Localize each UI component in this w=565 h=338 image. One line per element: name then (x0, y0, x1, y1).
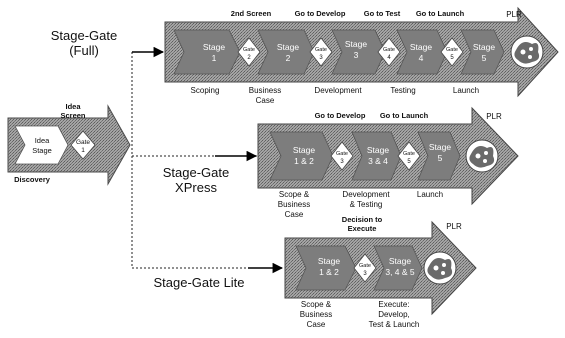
idea-screen-callout: Idea (65, 102, 81, 111)
lite-stage-345-number: 3, 4 & 5 (385, 267, 415, 277)
lite-stage-12-label: Stage (318, 256, 340, 266)
xpress-stage-34-number: 3 & 4 (368, 156, 388, 166)
full-gate-2-label: Gate (243, 47, 255, 53)
full-title: Stage-Gate (51, 28, 118, 43)
discovery-track: Idea Stage Gate 1 Idea Screen Discovery (8, 102, 130, 184)
full-callout-go-launch: Go to Launch (416, 9, 465, 18)
lite-phase-scope: Scope & (301, 300, 332, 309)
full-track: Stage 1 Stage 2 Stage 3 Stage 4 Stage 5 … (165, 8, 558, 105)
full-plr-label: PLR (506, 10, 522, 19)
lite-phase-test-launch: Test & Launch (369, 320, 420, 329)
xpress-gate-5-label: Gate (403, 151, 415, 157)
xpress-stage-12-number: 1 & 2 (294, 156, 314, 166)
xpress-track: Stage 1 & 2 Stage 3 & 4 Stage 5 Gate 3 G… (258, 108, 518, 219)
full-phase-launch: Launch (453, 86, 479, 95)
full-stage-4-label: Stage (410, 42, 432, 52)
xpress-subtitle: XPress (175, 180, 217, 195)
xpress-phase-launch: Launch (417, 190, 443, 199)
full-phase-scoping: Scoping (191, 86, 220, 95)
xpress-phase-case: Case (285, 210, 304, 219)
full-stage-1 (174, 30, 240, 74)
product-launch-icon (424, 252, 456, 284)
xpress-plr-label: PLR (486, 112, 502, 121)
full-phase-testing: Testing (390, 86, 415, 95)
full-stage-2-number: 2 (286, 53, 291, 63)
full-phase-development: Development (314, 86, 362, 95)
lite-gate-3-label: Gate (359, 263, 371, 269)
lite-stage-12-number: 1 & 2 (319, 267, 339, 277)
idea-screen-callout-2: Screen (60, 111, 85, 120)
lite-track: Stage 1 & 2 Stage 3, 4 & 5 Gate 3 Decisi… (285, 215, 476, 329)
idea-stage-label: Idea (35, 136, 50, 145)
lite-callout-decision: Decision to (342, 215, 383, 224)
product-launch-icon (511, 36, 543, 68)
full-stage-3-number: 3 (354, 50, 359, 60)
xpress-title: Stage-Gate (163, 165, 230, 180)
full-stage-1-number: 1 (212, 53, 217, 63)
lite-callout-execute: Execute (348, 224, 377, 233)
full-callout-go-test: Go to Test (364, 9, 401, 18)
xpress-stage-5-number: 5 (438, 153, 443, 163)
xpress-stage-34-label: Stage (367, 145, 389, 155)
lite-stage-345-label: Stage (389, 256, 411, 266)
xpress-phase-development: Development (342, 190, 390, 199)
full-callout-2nd-screen: 2nd Screen (231, 9, 272, 18)
full-stage-4-number: 4 (419, 53, 424, 63)
xpress-callout-go-launch: Go to Launch (380, 111, 429, 120)
xpress-phase-business: Business (278, 200, 310, 209)
full-stage-5-number: 5 (482, 53, 487, 63)
full-stage-1-label: Stage (203, 42, 225, 52)
full-phase-case: Case (256, 96, 275, 105)
idea-stage-label-2: Stage (32, 146, 52, 155)
full-callout-go-develop: Go to Develop (295, 9, 346, 18)
full-phase-business: Business (249, 86, 281, 95)
lite-phase-develop: Develop, (378, 310, 410, 319)
lite-plr-label: PLR (446, 222, 462, 231)
gate-1-number: 1 (81, 147, 85, 154)
full-stage-2-label: Stage (277, 42, 299, 52)
product-launch-icon (466, 140, 498, 172)
xpress-gate-3-label: Gate (336, 151, 348, 157)
xpress-callout-go-develop: Go to Develop (315, 111, 366, 120)
full-stage-3-label: Stage (345, 39, 367, 49)
lite-phase-business: Business (300, 310, 332, 319)
full-stage-5-label: Stage (473, 42, 495, 52)
gate-1-label: Gate (76, 139, 90, 146)
full-gate-3-label: Gate (315, 47, 327, 53)
xpress-phase-scope: Scope & (279, 190, 310, 199)
xpress-stage-5-label: Stage (429, 142, 451, 152)
xpress-stage-12-label: Stage (293, 145, 315, 155)
lite-phase-case: Case (307, 320, 326, 329)
discovery-phase-label: Discovery (14, 175, 51, 184)
full-subtitle: (Full) (69, 43, 99, 58)
lite-title: Stage-Gate Lite (153, 275, 244, 290)
full-gate-4-label: Gate (383, 47, 395, 53)
full-gate-5-label: Gate (446, 47, 458, 53)
lite-phase-execute: Execute: (378, 300, 409, 309)
xpress-phase-testing: & Testing (350, 200, 383, 209)
